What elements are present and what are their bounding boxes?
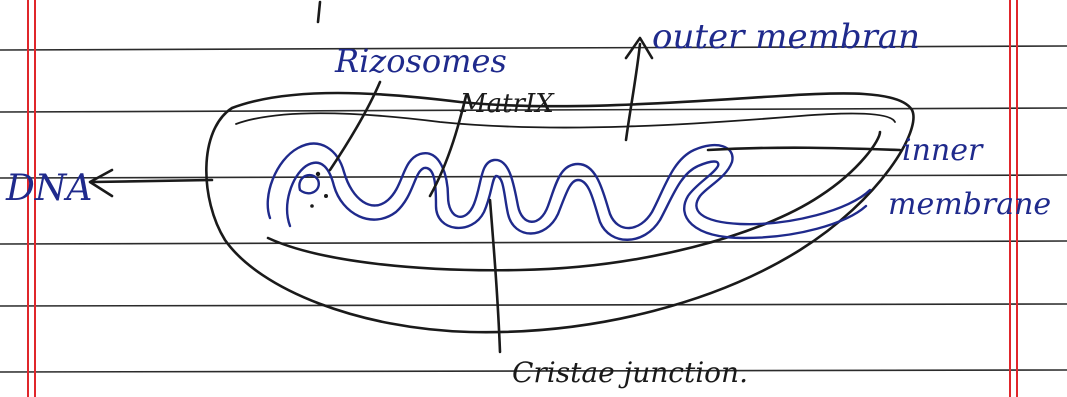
rule-line (0, 241, 1067, 244)
dna-pointer-line (92, 180, 212, 182)
cristae-junction-label: Cristae junction. (512, 356, 748, 389)
intermembrane-rim (236, 113, 895, 127)
matrix-label: MatrIX (459, 89, 555, 119)
rule-line (0, 175, 1067, 178)
outer-membrane (206, 93, 913, 332)
ribosome-dot (324, 194, 328, 198)
stray-mark (318, 2, 320, 22)
ribosome-dot (310, 204, 314, 208)
inner-boundary (268, 132, 880, 270)
ribosomes-label: Rizosomes (334, 42, 507, 80)
margin-lines (28, 0, 1017, 397)
inner-membrane-pointer-line (708, 148, 900, 150)
rule-line (0, 304, 1067, 306)
inner-membrane-label-line1: inner (902, 133, 984, 168)
inner-membrane-inner-edge (287, 162, 866, 240)
outer-membrane-label: outer membran (652, 17, 920, 57)
inner-membrane-label-line2: membrane (888, 187, 1051, 222)
ribosome-dot (316, 172, 320, 176)
dna-label: DNA (5, 168, 92, 209)
cristae-junction-pointer-line (490, 200, 500, 352)
